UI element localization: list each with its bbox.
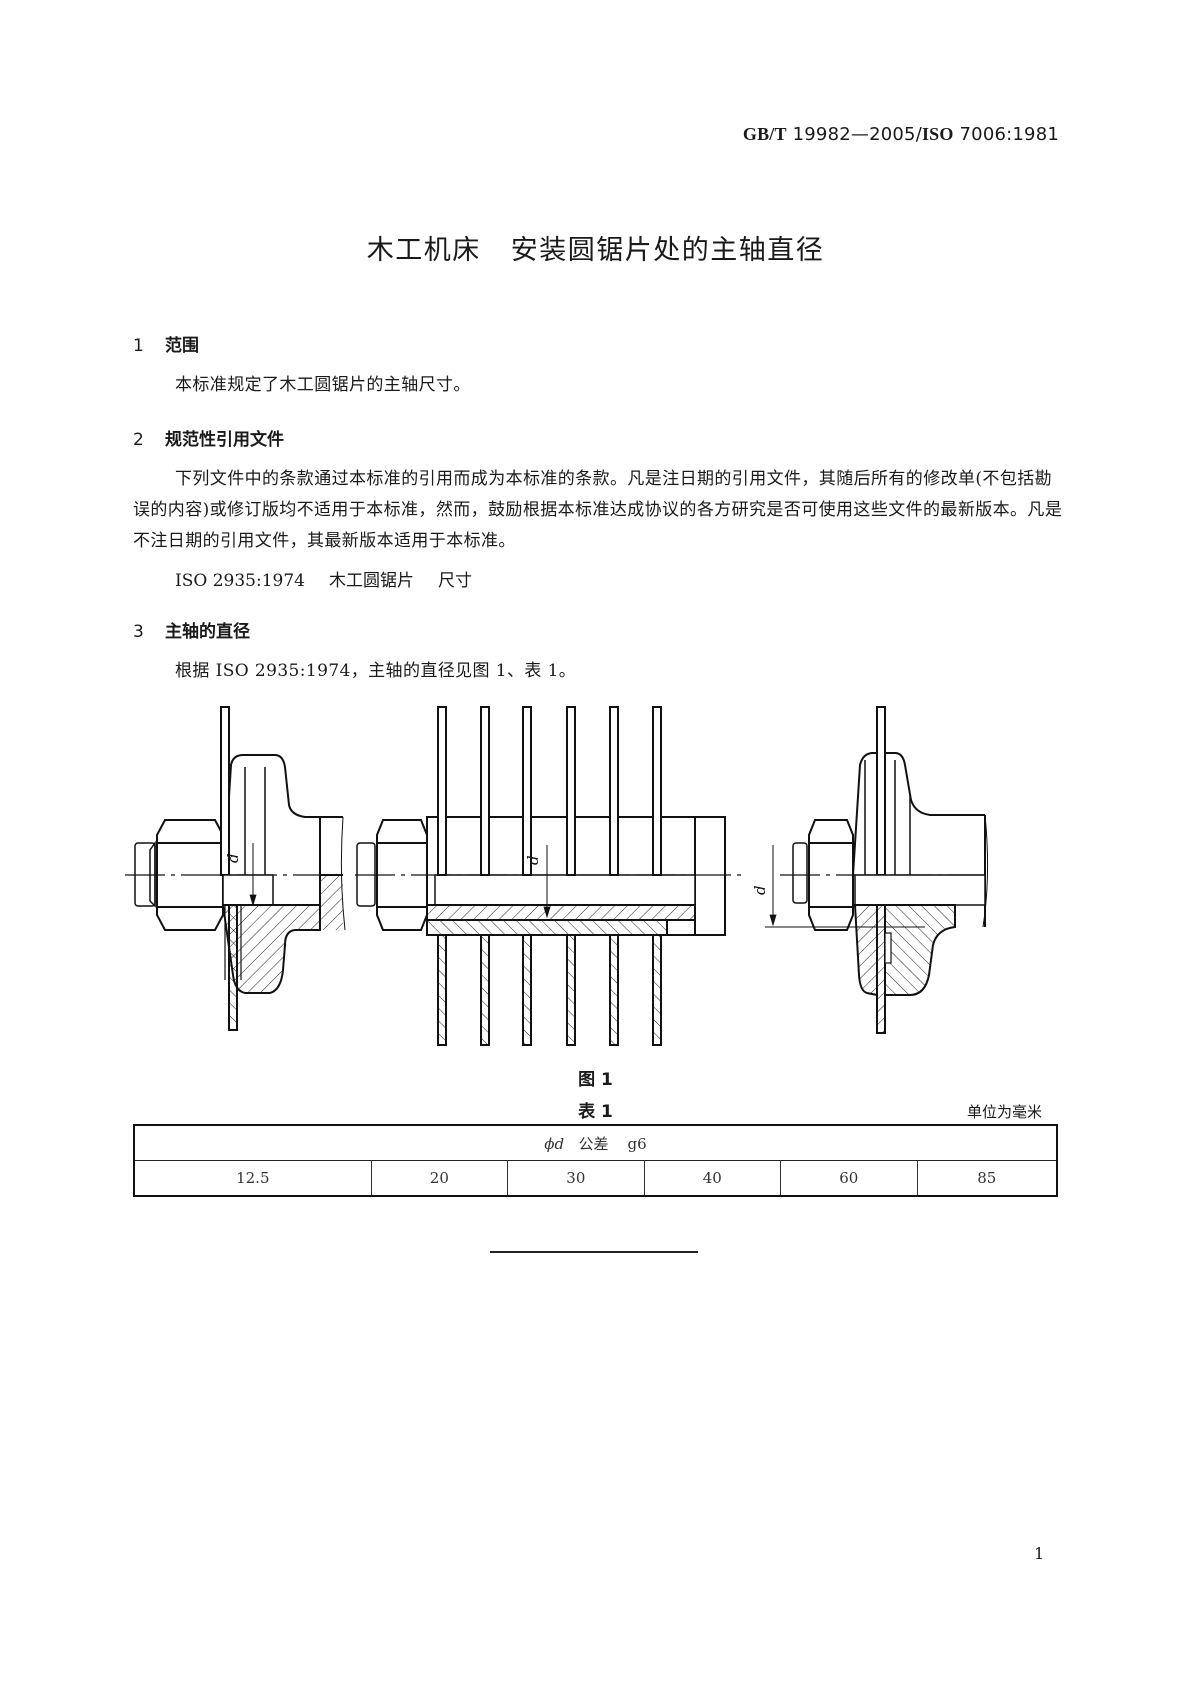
table-header-row: ϕd 公差 g6 xyxy=(133,1124,1058,1161)
dimension-label-right: d xyxy=(751,885,769,895)
section-heading-spindle-diameter: 3 主轴的直径 xyxy=(133,617,250,642)
section-number: 2 xyxy=(133,430,144,450)
table-cell: 20 xyxy=(370,1160,509,1197)
tolerance-grade: g6 xyxy=(627,1134,647,1153)
standard-code: GB/T 19982—2005/ISO 7006:1981 xyxy=(743,124,1059,145)
standard-code-iso: ISO xyxy=(921,124,954,144)
table-caption: 表 1 xyxy=(578,1102,613,1122)
section-title: 主轴的直径 xyxy=(165,622,250,642)
standard-code-number: 19982—2005/ xyxy=(786,124,922,145)
section-title: 范围 xyxy=(165,336,199,356)
middle-view xyxy=(355,706,745,1046)
table-cell: 30 xyxy=(507,1160,645,1197)
table-cell: 12.5 xyxy=(133,1160,372,1197)
dimension-label-middle: d xyxy=(524,855,542,865)
title-part-2: 安装圆锯片处的主轴直径 xyxy=(510,235,825,266)
unit-note: 单位为毫米 xyxy=(966,1103,1042,1121)
table-cell: 85 xyxy=(916,1160,1058,1197)
reference-code: ISO 2935:1974 xyxy=(175,571,305,591)
section-title: 规范性引用文件 xyxy=(165,430,284,450)
title-part-1: 木工机床 xyxy=(366,235,481,266)
reference-title-a: 木工圆锯片 xyxy=(328,571,414,591)
table-cell: 60 xyxy=(780,1160,918,1197)
section-number: 3 xyxy=(133,622,144,642)
standard-code-gbt: GB/T xyxy=(742,124,787,144)
reference-title-b: 尺寸 xyxy=(437,571,472,591)
spindle-diameter-paragraph: 根据 ISO 2935:1974，主轴的直径见图 1、表 1。 xyxy=(175,661,577,681)
end-of-document-rule xyxy=(490,1251,698,1253)
section-number: 1 xyxy=(133,336,144,356)
section-heading-scope: 1 范围 xyxy=(133,331,199,356)
diameter-symbol: ϕd xyxy=(544,1134,565,1153)
scope-paragraph: 本标准规定了木工圆锯片的主轴尺寸。 xyxy=(175,375,471,395)
table-cell: 40 xyxy=(643,1160,782,1197)
figure-1-drawing: d d d xyxy=(125,706,989,1046)
table-header-cell: ϕd 公差 g6 xyxy=(133,1124,1058,1161)
left-view xyxy=(125,706,346,1031)
spindle-diameter-table: ϕd 公差 g6 12.5 20 30 40 60 85 xyxy=(133,1124,1058,1197)
figure-caption: 图 1 xyxy=(578,1070,613,1090)
tolerance-label: 公差 xyxy=(578,1134,609,1153)
reference-item: ISO 2935:1974 木工圆锯片 尺寸 xyxy=(175,566,472,591)
normative-references-paragraph: 下列文件中的条款通过本标准的引用而成为本标准的条款。凡是注日期的引用文件，其随后… xyxy=(133,469,1063,551)
dimension-label-left: d xyxy=(224,853,242,863)
page-number: 1 xyxy=(1034,1544,1045,1563)
standard-code-iso-number: 7006:1981 xyxy=(953,124,1059,145)
table-row: 12.5 20 30 40 60 85 xyxy=(133,1160,1058,1197)
right-view xyxy=(765,706,989,1034)
page-title: 木工机床安装圆锯片处的主轴直径 xyxy=(0,228,1191,267)
section-heading-normative-references: 2 规范性引用文件 xyxy=(133,425,284,450)
